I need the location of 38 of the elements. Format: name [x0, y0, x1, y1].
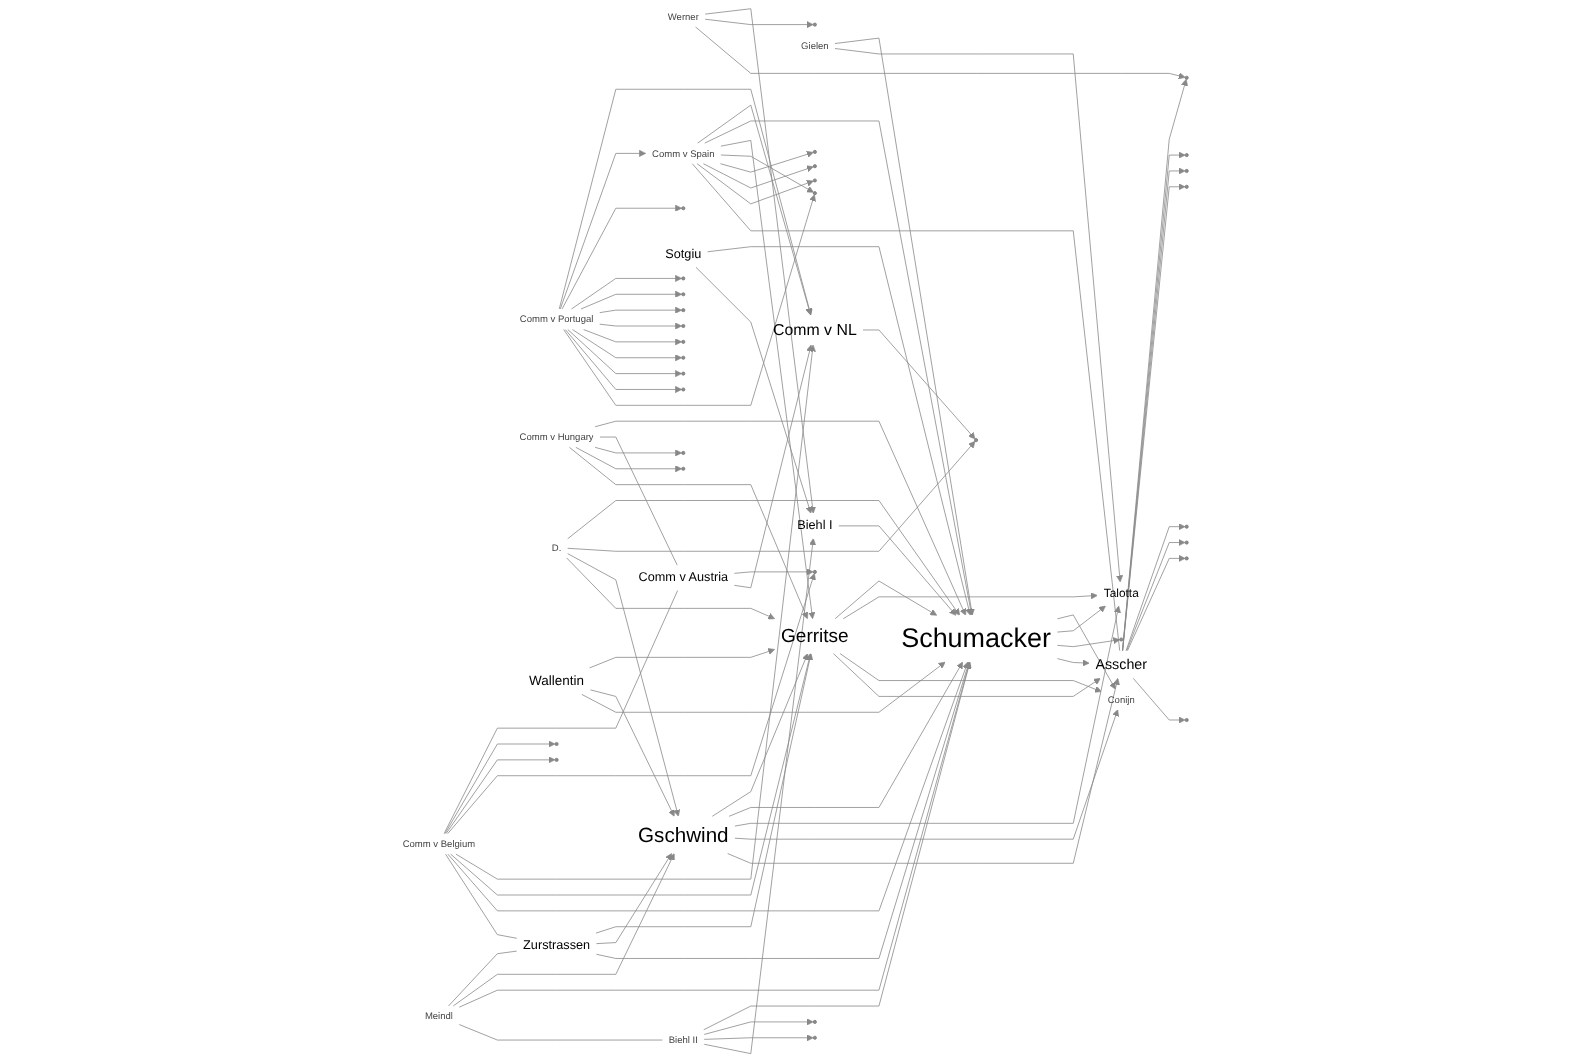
node-circle — [554, 757, 559, 762]
node-text: Gerritse — [780, 625, 849, 647]
node-circle — [681, 450, 685, 455]
node-circle — [681, 206, 685, 211]
node-circle — [812, 1019, 817, 1024]
node-circle — [681, 355, 685, 360]
node-circle — [1184, 524, 1189, 529]
node-circle — [812, 164, 817, 169]
connector — [458, 1024, 663, 1041]
node-circle — [1184, 168, 1189, 173]
node-circle — [812, 1035, 817, 1040]
node-circle — [681, 308, 685, 313]
node-circle — [812, 22, 817, 27]
node-circle — [1184, 184, 1189, 189]
node-circle — [1118, 637, 1123, 642]
connector — [447, 950, 517, 1007]
node-circle — [1184, 556, 1189, 561]
node-circle — [554, 742, 559, 746]
node-circle — [681, 387, 685, 392]
node-circle — [1184, 718, 1189, 722]
node-circle — [1184, 153, 1189, 158]
node-circle — [681, 276, 685, 281]
node-circle — [812, 178, 817, 183]
node-circle — [681, 466, 685, 471]
node-circle — [812, 191, 817, 196]
node-text: Schumacker — [900, 623, 1051, 654]
node-circle — [812, 569, 817, 574]
node-circle — [1184, 75, 1189, 80]
connector — [599, 436, 678, 566]
node-circle — [681, 339, 685, 344]
node-circle — [1184, 540, 1189, 545]
node-circle — [681, 324, 685, 328]
node-text: Gschwind — [637, 822, 729, 847]
connector — [444, 853, 517, 939]
node-circle — [681, 371, 685, 376]
node-circle — [812, 149, 817, 154]
node-circle — [681, 292, 685, 297]
node-circle — [973, 438, 978, 443]
